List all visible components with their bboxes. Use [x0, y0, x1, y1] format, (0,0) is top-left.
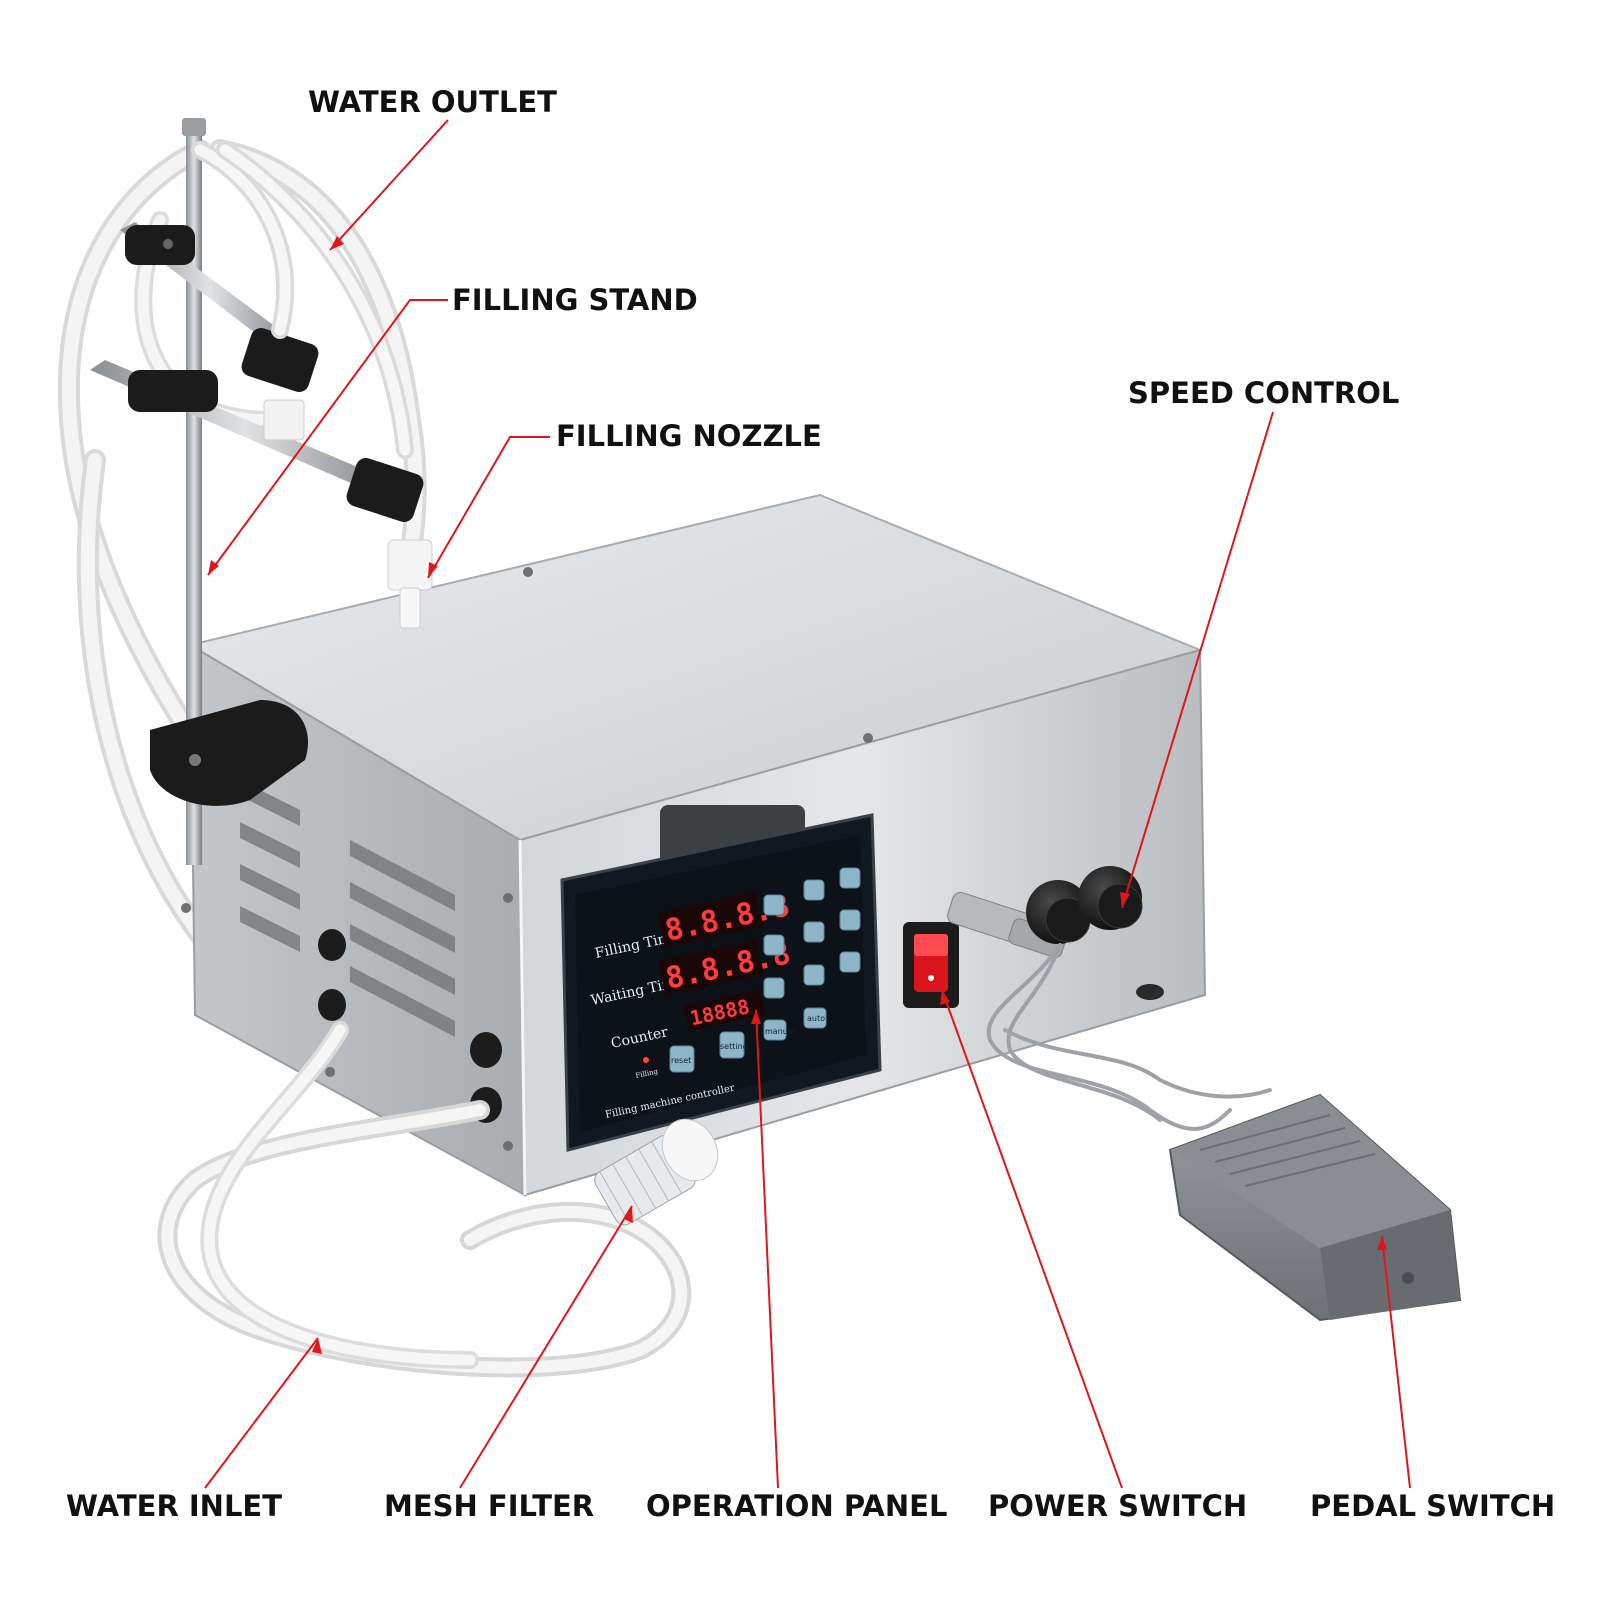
- leader-water-inlet: [204, 1337, 319, 1489]
- keypad-key[interactable]: [763, 934, 785, 956]
- power-switch[interactable]: [903, 922, 959, 1008]
- label-filling-stand: FILLING STAND: [452, 283, 698, 317]
- keypad-key[interactable]: [803, 964, 825, 986]
- arrow-head-icon: [751, 1010, 761, 1024]
- manual-button[interactable]: [763, 1019, 787, 1041]
- arrow-head-icon: [624, 1206, 633, 1223]
- label-operation-panel: OPERATION PANEL: [646, 1489, 948, 1523]
- pedal-switch[interactable]: [1168, 1093, 1462, 1322]
- setting-button-label: setting: [720, 1042, 748, 1051]
- manual-button-label: manual: [765, 1027, 795, 1036]
- arrow-head-icon: [208, 560, 219, 575]
- pedal-cable: [986, 943, 1272, 1131]
- keypad-key[interactable]: [763, 894, 785, 916]
- leader-filling-stand: [207, 299, 448, 576]
- leader-operation-panel: [755, 1009, 779, 1489]
- keypad-key[interactable]: [763, 977, 785, 999]
- speed-control-knobs[interactable]: [1026, 866, 1143, 944]
- keypad-key[interactable]: [839, 909, 861, 931]
- label-pedal-switch: PEDAL SWITCH: [1310, 1489, 1556, 1523]
- reset-button-label: reset: [671, 1056, 691, 1065]
- filling-stand: [90, 118, 424, 865]
- leader-water-outlet: [329, 119, 449, 251]
- leader-mesh-filter: [459, 1205, 633, 1489]
- operation-panel: Filling Time Waiting Time Counter Fillin…: [560, 813, 882, 1152]
- water-inlet-tube: [157, 1021, 692, 1378]
- arrow-head-icon: [330, 236, 344, 250]
- auto-button[interactable]: [803, 1007, 827, 1029]
- leader-filling-nozzle: [427, 436, 550, 579]
- label-filling-nozzle: FILLING NOZZLE: [556, 419, 822, 453]
- arrow-head-icon: [1120, 892, 1130, 908]
- setting-button[interactable]: [719, 1031, 745, 1059]
- auto-button-label: auto: [807, 1014, 825, 1023]
- label-power-switch: POWER SWITCH: [988, 1489, 1248, 1523]
- nozzle-tubing: [191, 141, 414, 459]
- leader-lines: [204, 119, 1411, 1489]
- keypad-key[interactable]: [839, 951, 861, 973]
- mesh-filter: [594, 1118, 719, 1226]
- label-water-inlet: WATER INLET: [66, 1489, 283, 1523]
- leader-pedal-switch: [1381, 1235, 1411, 1489]
- filling-nozzle: [263, 399, 433, 629]
- label-water-outlet: WATER OUTLET: [308, 85, 557, 119]
- arrow-head-icon: [312, 1338, 322, 1354]
- keypad-key[interactable]: [803, 879, 825, 901]
- leader-speed-control: [1121, 411, 1274, 909]
- label-speed-control: SPEED CONTROL: [1128, 376, 1400, 410]
- arrow-head-icon: [940, 990, 950, 1005]
- keypad-key[interactable]: [803, 921, 825, 943]
- leader-power-switch: [941, 989, 1123, 1489]
- keypad-key[interactable]: [839, 867, 861, 889]
- arrowheads: [208, 236, 1387, 1354]
- label-mesh-filter: MESH FILTER: [384, 1489, 595, 1523]
- arrow-head-icon: [1377, 1236, 1387, 1250]
- keypad: [669, 867, 861, 1073]
- arrow-head-icon: [428, 562, 438, 578]
- reset-button[interactable]: [669, 1045, 695, 1073]
